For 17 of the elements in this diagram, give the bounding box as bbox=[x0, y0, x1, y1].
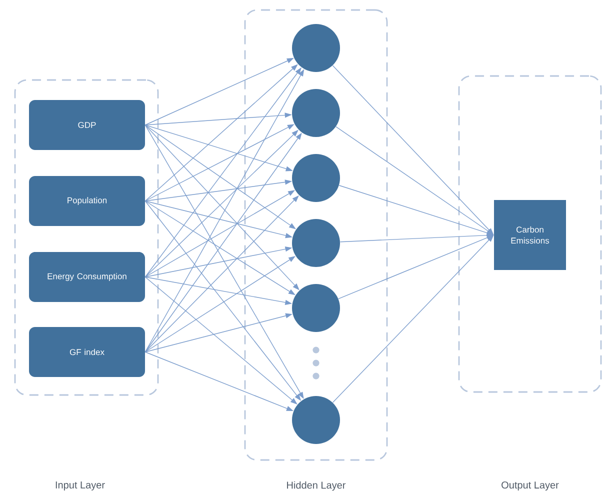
input-box: Energy Consumption bbox=[29, 252, 145, 302]
layer-group bbox=[244, 9, 388, 461]
layer-group bbox=[458, 75, 602, 393]
neuron-circle bbox=[292, 89, 340, 137]
layer-heading: Output Layer bbox=[502, 481, 559, 491]
neuron-circle bbox=[292, 24, 340, 72]
layer-heading: Hidden Layer bbox=[287, 481, 346, 491]
neuron-circle bbox=[292, 396, 340, 444]
input-box: GDP bbox=[29, 100, 145, 150]
neuron-circle bbox=[292, 284, 340, 332]
output-box: Carbon Emissions bbox=[494, 200, 566, 270]
neuron-circle bbox=[292, 219, 340, 267]
layer-heading: Input Layer bbox=[56, 482, 105, 490]
input-box: GF index bbox=[29, 327, 145, 377]
neuron-circle bbox=[292, 154, 340, 202]
input-box: Population bbox=[29, 176, 145, 226]
layer-group bbox=[14, 79, 159, 396]
